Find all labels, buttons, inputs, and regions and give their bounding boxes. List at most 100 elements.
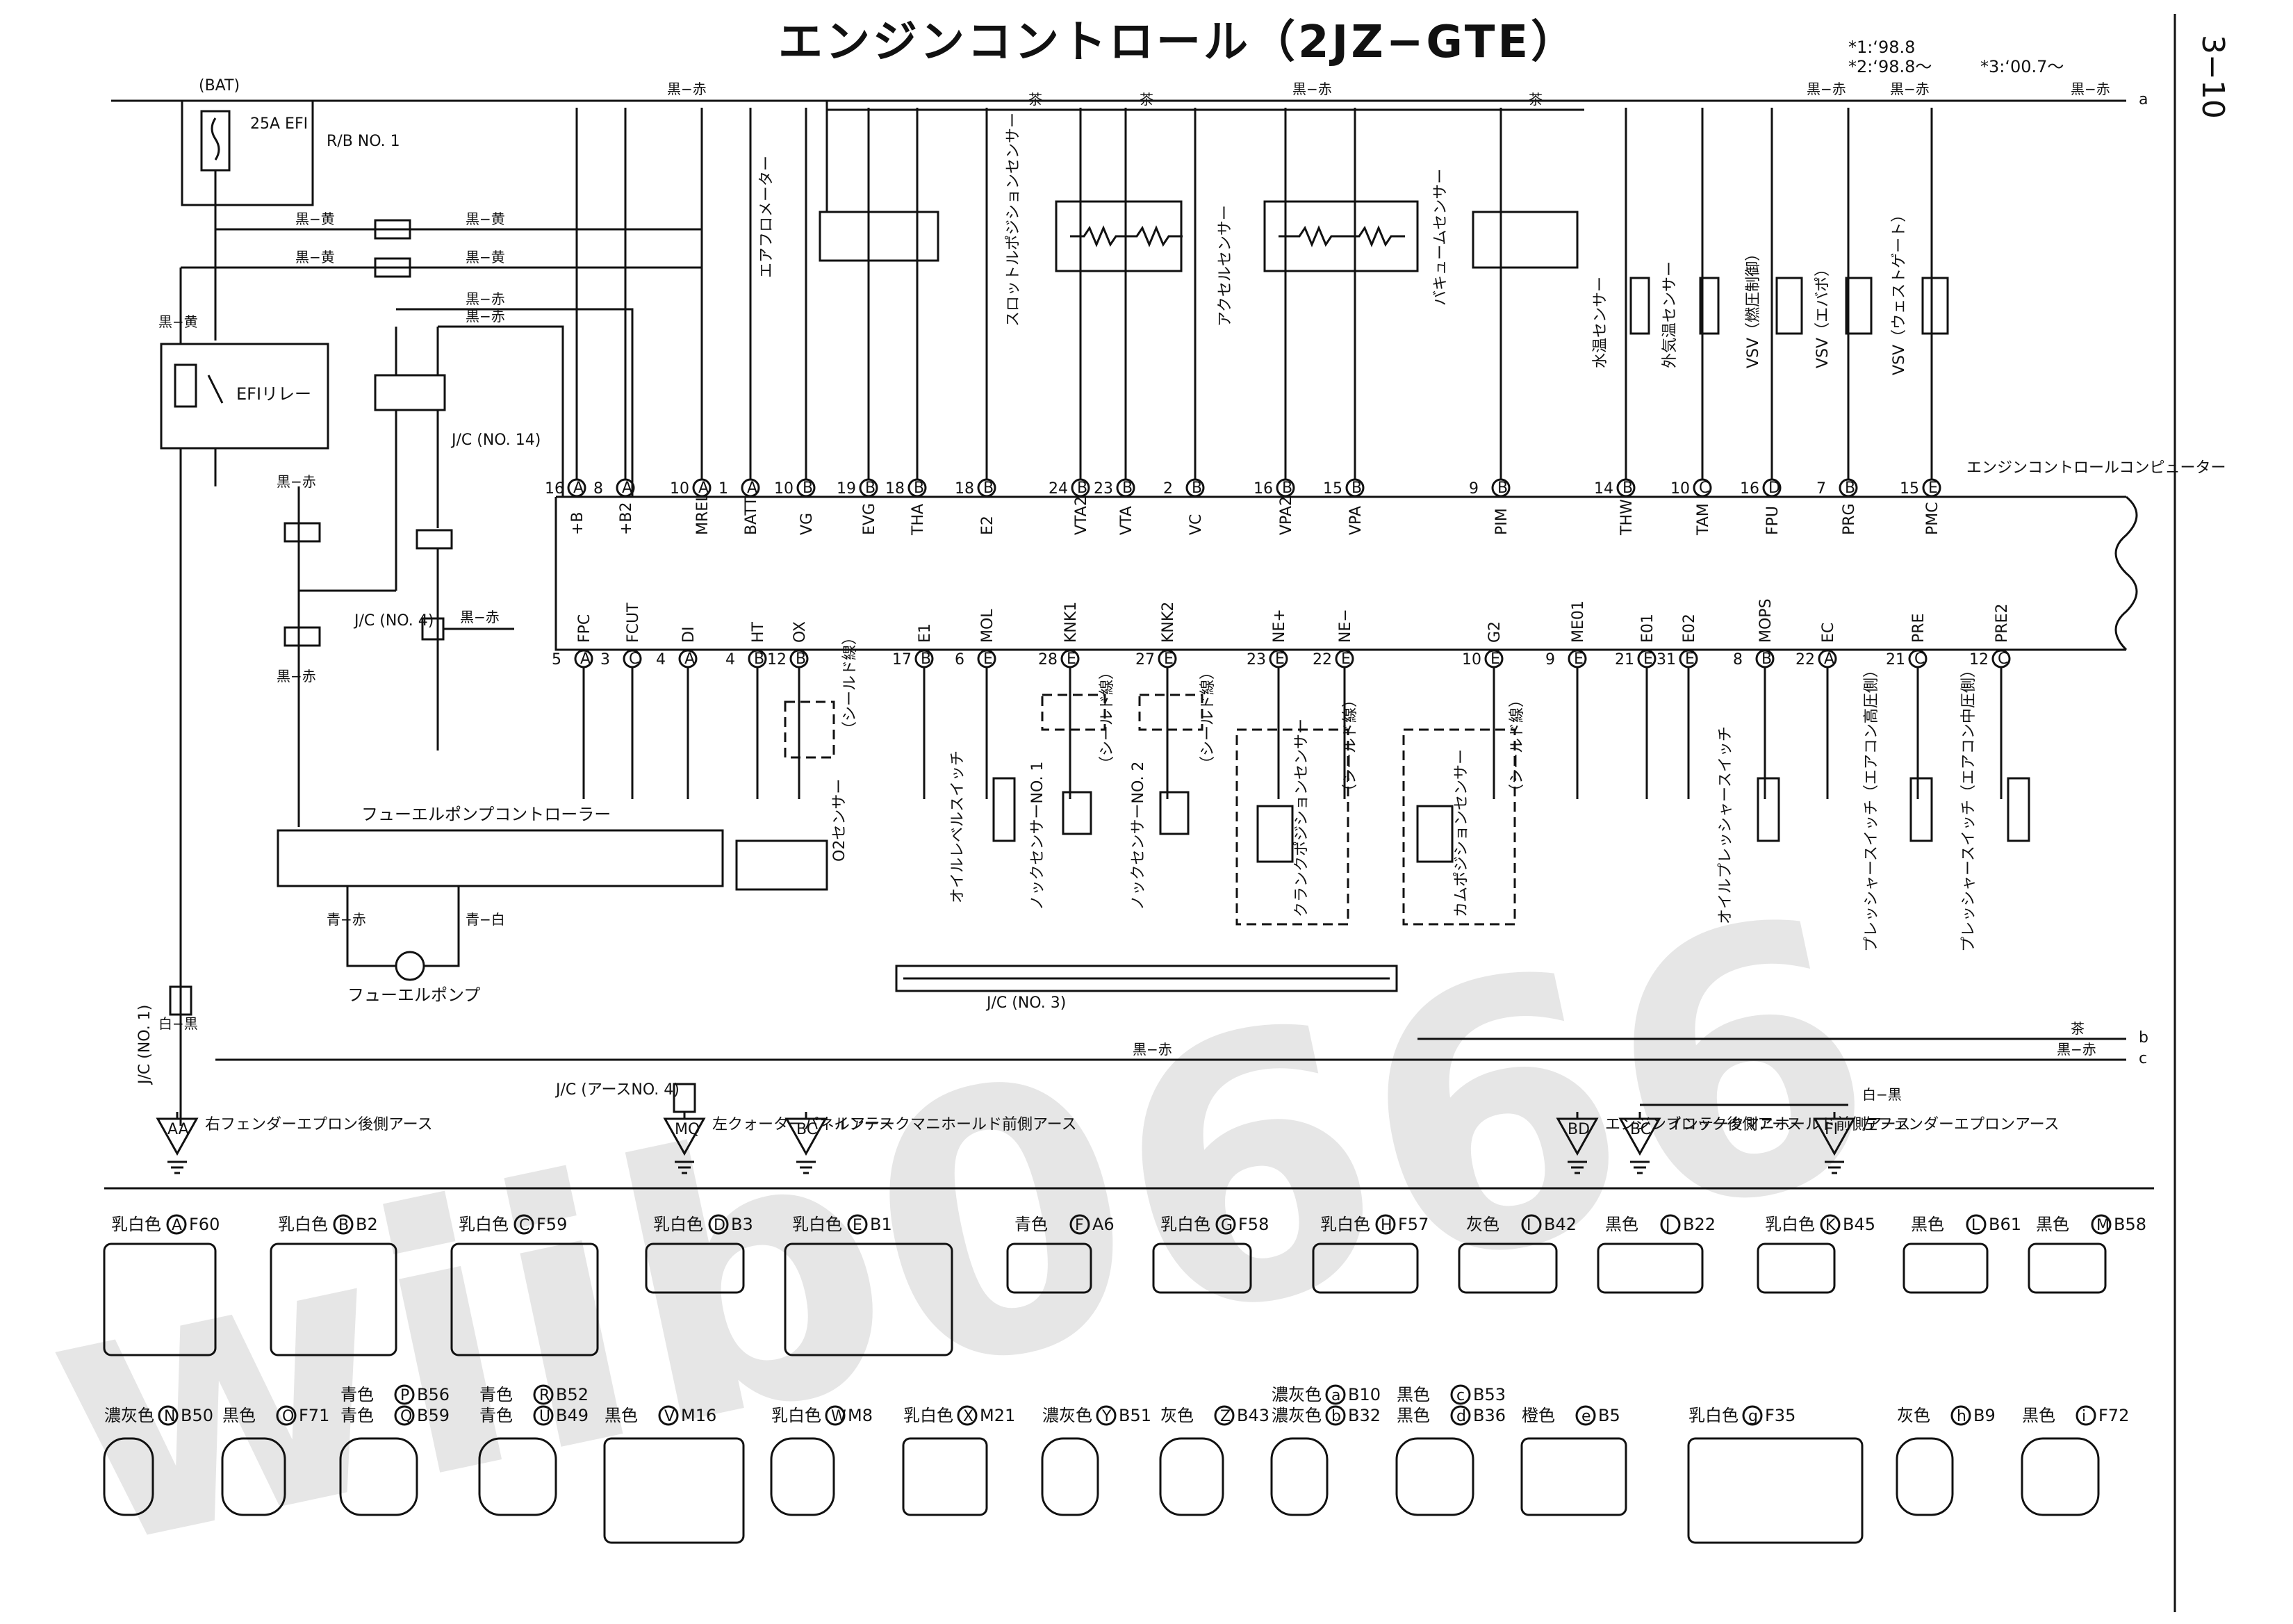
connector-shape <box>784 1242 953 1356</box>
ecu-bottom-pin-name: PRE2 <box>1994 604 2011 643</box>
ecu-bottom-pin-circle <box>977 649 996 669</box>
ecu-bottom-pin-letter: E <box>1643 650 1653 668</box>
ecu-top-pin-num: 16 <box>1254 480 1273 498</box>
ecu-bottom-pin-letter: E <box>1341 650 1351 668</box>
connector-shape <box>2021 1437 2100 1516</box>
ecu-top-pin-letter: A <box>747 479 757 497</box>
connector-letter: W <box>831 1408 846 1425</box>
connector-letter-circle <box>1575 1405 1596 1426</box>
connector-letter: A <box>172 1217 182 1234</box>
connector-shape <box>1687 1437 1864 1544</box>
connector-code: B5 <box>1598 1406 1620 1425</box>
o2-label: O2センサー <box>831 779 848 862</box>
ecu-bottom-pin-circle <box>623 649 642 669</box>
ecu-top-pin-circle <box>1616 478 1636 498</box>
connector-letter: J <box>1664 1217 1670 1234</box>
wc-bus-c-r: 黒−赤 <box>2057 1041 2096 1058</box>
ecu-top-pin-letter: B <box>983 479 994 497</box>
connector-color: 黒色 <box>1397 1406 1430 1425</box>
note-1: *1:‘98.8 <box>1848 38 1915 57</box>
connector-letter-circle <box>1521 1214 1542 1235</box>
bat-label: (BAT) <box>199 77 240 95</box>
wc-relay-ground: 白−黒 <box>158 1015 198 1032</box>
ecu-top-pin-letter: A <box>622 479 632 497</box>
wire-jc14-b <box>438 325 564 497</box>
connector-letter-circle <box>2091 1214 2112 1235</box>
connector-letter: b <box>1331 1408 1341 1425</box>
ecu-bottom-pin-circle <box>1060 649 1080 669</box>
ambient-sensor <box>1699 277 1720 335</box>
ecu-bottom-pin-circle <box>748 649 767 669</box>
connector-letter: E <box>853 1217 862 1234</box>
ecu-bottom-pin-circle <box>1991 649 2011 669</box>
connector-shape <box>1159 1437 1224 1516</box>
ecu-bottom-pin-num: 27 <box>1135 651 1155 669</box>
note-3: *3:‘00.7〜 <box>1980 57 2064 76</box>
ecu-top-pin-circle <box>977 478 996 498</box>
connector-letter: G <box>1221 1217 1233 1234</box>
rb1-label: R/B NO. 1 <box>327 133 400 150</box>
connector-code: F60 <box>189 1215 220 1234</box>
ground-earth-icon <box>1568 1160 1587 1174</box>
jc-earth4-label: J/C (アースNO. 4) <box>554 1081 680 1099</box>
ecu-bottom-pin-letter: E <box>1164 650 1174 668</box>
connector-letter-circle <box>1215 1214 1236 1235</box>
ecu-bottom-pin-circle <box>1818 649 1837 669</box>
ground-label: 左フェンダーエプロンアース <box>1862 1116 2060 1133</box>
connector-letter-circle <box>1325 1405 1346 1426</box>
fuel-pump-label: フューエルポンプ <box>347 985 480 1005</box>
ecu-top-pin-letter: B <box>1351 479 1362 497</box>
connector-letter: N <box>164 1408 175 1425</box>
shield-o2 <box>784 700 835 759</box>
ecu-top-pin-num: 10 <box>774 480 794 498</box>
connector-letter-circle <box>1450 1405 1471 1426</box>
ecu-bottom-pin-num: 3 <box>600 651 610 669</box>
ecu-top-pin-name: +B2 <box>618 502 635 535</box>
connector-letter: R <box>539 1387 550 1404</box>
wc-af6-r: 黒−黄 <box>466 249 505 265</box>
connector-code: F72 <box>2098 1406 2129 1425</box>
page-title: エンジンコントロール（2JZ−GTE） <box>778 17 1578 68</box>
connector-color: 乳白色 <box>1688 1406 1739 1425</box>
shield-knock1 <box>1041 694 1106 731</box>
ground-code: BD <box>1568 1121 1590 1138</box>
ecu-top-pin-num: 19 <box>837 480 856 498</box>
ecu-top-pin-name: E2 <box>979 516 996 535</box>
ecu-top-pin-letter: E <box>1928 479 1938 497</box>
ecu-top-pin-name: EVG <box>861 503 878 535</box>
connector-code: F71 <box>299 1406 329 1425</box>
connector-code: B52 <box>556 1385 589 1404</box>
ecu-top-pin-circle <box>1762 478 1782 498</box>
ground-triangle <box>784 1117 828 1156</box>
connector-letter: U <box>539 1408 550 1425</box>
ecu-bottom-pin-num: 8 <box>1733 651 1743 669</box>
ecu-bottom-pin-name: E02 <box>1681 614 1698 643</box>
ecu-top-pin-letter: B <box>1497 479 1508 497</box>
efi-relay-label: EFIリレー <box>236 384 311 404</box>
ecu-top-pin-circle <box>741 478 760 498</box>
connector-letter-circle <box>533 1384 554 1405</box>
connector-code: B45 <box>1843 1215 1875 1234</box>
ground-triangle <box>1618 1117 1661 1156</box>
shield-crank <box>1235 728 1349 926</box>
jc3-label: J/C (NO. 3) <box>985 994 1066 1012</box>
ecu-bottom-pin-letter: A <box>684 650 695 668</box>
wc-top-4: 黒−赤 <box>2071 81 2110 97</box>
throttle-resistor <box>1070 225 1183 247</box>
wire-jc14-a <box>396 308 634 497</box>
